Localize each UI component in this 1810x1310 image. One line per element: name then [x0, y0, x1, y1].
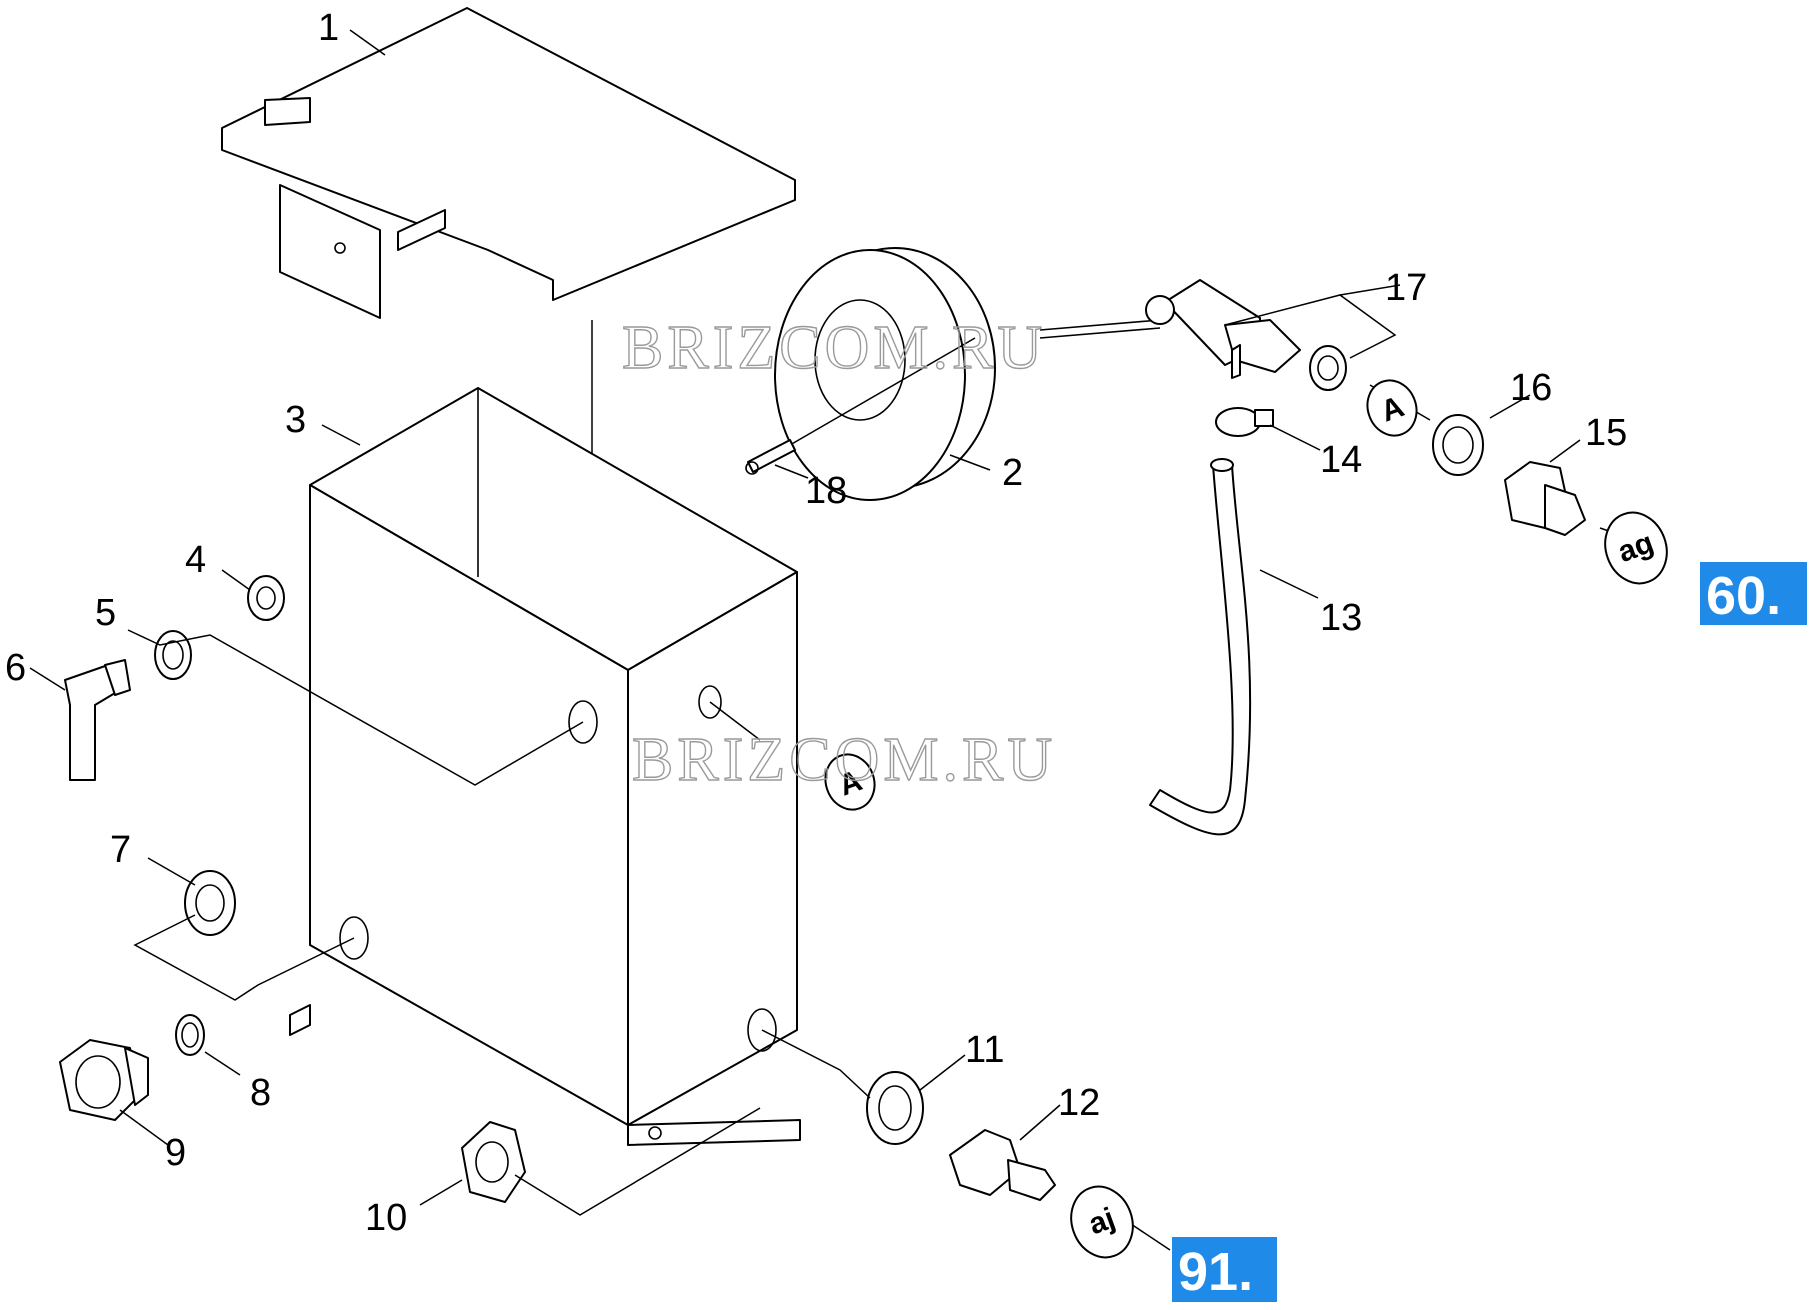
callout-15: 15 [1585, 412, 1627, 454]
washer-8-part [175, 1014, 205, 1056]
hose-nipple-12-part [949, 1129, 1056, 1201]
connection-tag-aj: aj [1070, 1185, 1134, 1259]
fitting-16-part [1309, 345, 1484, 476]
split-pin-part [745, 439, 796, 475]
callout-18: 18 [805, 470, 847, 512]
callout-numbers: 1 2 3 4 5 6 7 8 9 10 11 12 13 14 15 16 1… [5, 7, 1627, 1239]
svg-text:60.: 60. [1706, 566, 1781, 626]
callout-14: 14 [1320, 439, 1362, 481]
fitting-9-part [59, 1039, 149, 1121]
connection-tag-a-tank: A [824, 753, 876, 811]
fitting-15-part [1504, 461, 1586, 536]
page-ref-91[interactable]: 91. [1172, 1237, 1277, 1302]
callout-12: 12 [1058, 1082, 1100, 1124]
leader-lines [29, 29, 1651, 1251]
callout-11: 11 [965, 1029, 1004, 1071]
callout-3: 3 [285, 399, 306, 441]
callout-7: 7 [110, 829, 131, 871]
callout-13: 13 [1320, 597, 1362, 639]
tank-part [289, 387, 801, 1146]
watermarks: BRIZCOM.RU BRIZCOM.RU [621, 313, 1056, 794]
cover-plate-part [221, 7, 796, 520]
callout-1: 1 [318, 7, 339, 49]
connection-tag-a-valve: A [1366, 379, 1418, 437]
elbow-fitting-6-part [64, 659, 131, 781]
svg-text:91.: 91. [1178, 1242, 1253, 1302]
washer-5-part [154, 630, 192, 680]
washer-11-part [866, 1071, 924, 1145]
nut-4-part [247, 575, 285, 621]
hose-part [1149, 458, 1252, 836]
hose-clamp-part [1215, 407, 1274, 437]
callout-8: 8 [250, 1072, 271, 1114]
watermark-top: BRIZCOM.RU [622, 314, 1046, 382]
callout-9: 9 [165, 1132, 186, 1174]
watermark-middle: BRIZCOM.RU [632, 726, 1056, 794]
callout-4: 4 [185, 539, 206, 581]
page-ref-60[interactable]: 60. [1700, 562, 1807, 626]
float-drum-part [774, 247, 1161, 501]
connection-tag-ag: ag [1604, 511, 1668, 585]
callout-6: 6 [5, 647, 26, 689]
callout-10: 10 [365, 1197, 407, 1239]
callout-17: 17 [1385, 267, 1427, 309]
callout-5: 5 [95, 592, 116, 634]
callout-2: 2 [1002, 452, 1023, 494]
float-valve-part [1145, 279, 1301, 379]
nut-10-part [461, 1121, 526, 1203]
callout-16: 16 [1510, 367, 1552, 409]
connection-tags: A A ag aj [824, 379, 1668, 1259]
nut-7-part [133, 870, 355, 1001]
